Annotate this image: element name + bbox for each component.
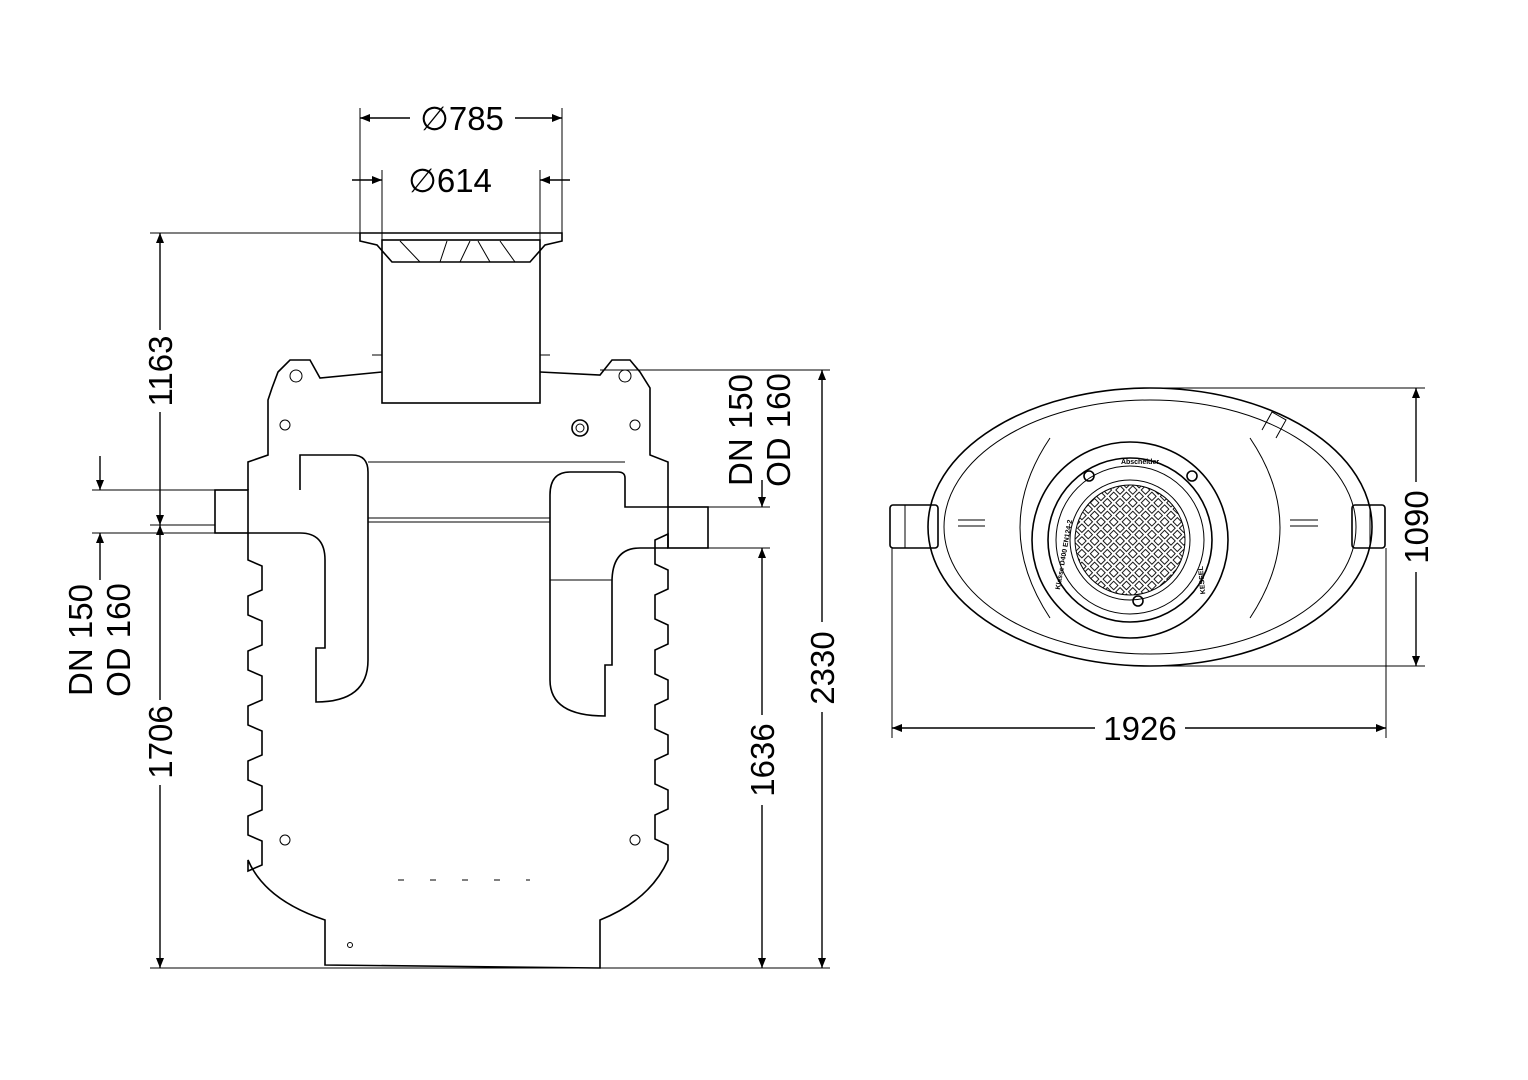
inlet-pipe	[214, 489, 249, 534]
dimension-inlet-pipe: DN 150 OD 160	[62, 456, 137, 697]
cover-text-top: Abscheider	[1121, 459, 1159, 466]
manhole-cover: Abscheider Klasse D400 EN124-2 KESSEL	[1031, 441, 1229, 639]
cover-text-right: KESSEL	[1198, 565, 1207, 594]
inlet-pipe	[889, 504, 939, 549]
dimension-label: 1926	[1103, 710, 1176, 747]
dimension-inlet-height: 1706	[142, 525, 179, 968]
inlet-od-label: OD 160	[100, 583, 137, 697]
outlet-od-label: OD 160	[760, 373, 797, 487]
dimension-inner-diameter: ∅614	[352, 162, 570, 240]
vent-nozzle	[1261, 411, 1287, 439]
side-view: ∅785 ∅614	[62, 100, 841, 969]
dimension-total-height: 2330	[804, 370, 841, 968]
dimension-label: 1636	[744, 723, 781, 796]
dimension-label: 2330	[804, 631, 841, 704]
outlet-pipe	[667, 506, 709, 549]
dimension-length: 1926	[892, 710, 1386, 747]
bolt-icon	[571, 419, 589, 437]
dimension-label: 1163	[142, 336, 179, 407]
top-view: Abscheider Klasse D400 EN124-2 KESSEL 10…	[889, 387, 1435, 747]
dimension-outlet-pipe: DN 150 OD 160	[722, 373, 797, 507]
dimension-outlet-height: 1636	[744, 548, 781, 968]
tank-body-outline	[247, 359, 669, 969]
dimension-outer-diameter: ∅785	[359, 100, 563, 236]
outlet-pipe	[1351, 504, 1386, 549]
dimension-label: 1090	[1398, 490, 1435, 563]
outlet-dn-label: DN 150	[722, 374, 759, 486]
manhole-cover-riser	[359, 232, 563, 404]
dimension-label: 1706	[142, 705, 179, 778]
tank-internals	[214, 369, 709, 948]
dimension-width: 1090	[1398, 388, 1435, 666]
dimension-cover-height: 1163	[142, 233, 179, 525]
dimension-label: ∅785	[420, 100, 504, 137]
inlet-dn-label: DN 150	[62, 584, 99, 696]
dimension-label: ∅614	[408, 162, 492, 199]
